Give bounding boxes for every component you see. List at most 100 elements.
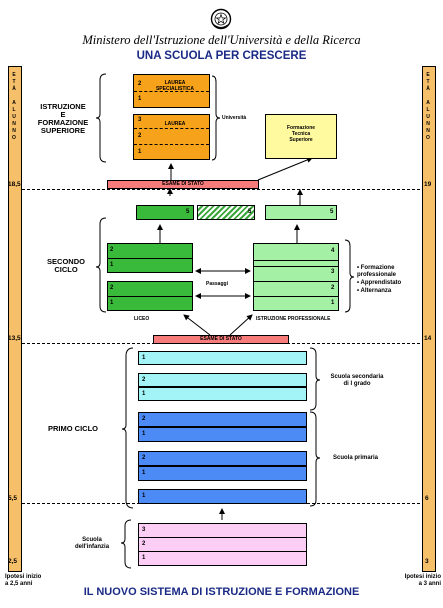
right-age-6: 6 — [425, 495, 429, 502]
section-secondo-ciclo: SECONDO CICLO — [47, 257, 85, 274]
infanzia-year-2: 2 — [142, 541, 146, 547]
sidebar-letter: O — [12, 135, 16, 141]
bottom-title: IL NUOVO SISTEMA DI ISTRUZIONE E FORMAZI… — [83, 586, 360, 598]
laurea-year-3: 3 — [138, 117, 142, 123]
formazione-tecnica-superiore-label: Formazione Tecnica Superiore — [286, 125, 316, 143]
primaria-row-4 — [138, 466, 307, 481]
section-primo-ciclo: PRIMO CICLO — [48, 424, 98, 433]
right-age-3: 3 — [425, 558, 429, 565]
primaria-year-2: 1 — [142, 431, 146, 437]
separator-19 — [22, 189, 420, 190]
esame-stato-top-bar — [107, 180, 259, 189]
laurea-divider-2 — [134, 144, 209, 145]
spec-year-1: 1 — [138, 96, 142, 102]
secondaria-year-1: 1 — [142, 355, 146, 361]
laurea-box — [133, 114, 210, 160]
secondaria-row-2 — [138, 373, 307, 387]
universita-label: Università — [222, 115, 247, 121]
infanzia-block — [138, 523, 307, 566]
laurea-year-1: 1 — [138, 149, 142, 155]
liceo-upper-divider — [107, 258, 193, 259]
sidebar-letter: N — [426, 128, 430, 134]
istruzione-professionale-label: ISTRUZIONE PROFESSIONALE — [256, 316, 331, 322]
sidebar-letter: U — [426, 114, 430, 120]
primaria-row-1 — [138, 412, 307, 427]
right-age-19: 19 — [424, 181, 432, 188]
laurea-year-2: 2 — [138, 133, 142, 139]
liceo-lower-divider — [107, 296, 193, 297]
primaria-row-5 — [138, 489, 307, 504]
prof-year5-hatched-box — [197, 205, 255, 220]
liceo-year-1-b: 1 — [110, 300, 114, 306]
sidebar-letter: À — [12, 86, 16, 92]
laurea-label: LAUREA — [164, 121, 186, 127]
prof-year-1: 1 — [331, 300, 335, 306]
prof-year-3: 3 — [331, 269, 335, 275]
left-start-note: Ipotesi inizio a 2,5 anni — [5, 574, 42, 587]
infanzia-year-1: 1 — [142, 555, 146, 561]
primaria-year-3: 2 — [142, 455, 146, 461]
section-higher-education: ISTRUZIONE E FORMAZIONE SUPERIORE — [37, 102, 89, 135]
esame-stato-bar — [153, 335, 289, 344]
bullet-apprendistato: • Apprendistato — [357, 280, 402, 286]
sidebar-letter: À — [426, 86, 430, 92]
laurea-specialistica-label: LAUREA SPECIALISTICA — [155, 80, 195, 92]
primaria-label: Scuola primaria — [333, 455, 379, 461]
right-age-14: 14 — [424, 335, 432, 342]
left-age-2: 2,5 — [8, 558, 18, 565]
primaria-year-1: 2 — [142, 416, 146, 422]
sidebar-letter: L — [426, 107, 430, 113]
primaria-row-2 — [138, 427, 307, 442]
primaria-year-5: 1 — [142, 493, 146, 499]
sidebar-letter: A — [12, 100, 16, 106]
ministry-name: Ministero dell'Istruzione dell'Universit… — [82, 33, 361, 47]
sidebar-letter: N — [12, 121, 16, 127]
sidebar-letter: E — [426, 72, 430, 78]
infanzia-year-3: 3 — [142, 527, 146, 533]
left-age-13: 13,5 — [8, 335, 21, 342]
secondaria-year-2: 2 — [142, 377, 146, 383]
prof-block — [253, 243, 339, 311]
passaggi-label: Passaggi — [206, 281, 228, 287]
sidebar-letter: N — [12, 128, 16, 134]
infanzia-divider-1 — [139, 537, 306, 538]
prof-divider-2 — [253, 266, 339, 267]
prof-divider-4 — [253, 296, 339, 297]
prof-divider-3 — [253, 281, 339, 282]
infanzia-label: Scuola dell'infanzia — [74, 537, 110, 550]
secondaria-row-3 — [138, 387, 307, 401]
spec-year-2: 2 — [138, 81, 142, 87]
sidebar-letter: N — [426, 121, 430, 127]
liceo-label: LICEO — [134, 316, 150, 322]
liceo-year-2-a: 2 — [110, 247, 114, 253]
left-age-18: 18,5 — [8, 181, 21, 188]
left-age-5: 5,5 — [8, 495, 18, 502]
bullet-formazione: • Formazione professionale — [357, 265, 397, 278]
secondaria-row-1 — [138, 351, 307, 365]
sidebar-letter: A — [426, 100, 430, 106]
fp-year5-num: 5 — [330, 209, 334, 215]
sidebar-letter: U — [12, 114, 16, 120]
prof-divider-1 — [253, 260, 339, 261]
esame-stato-top-label: ESAME DI STATO — [162, 181, 204, 187]
prof-year-4: 4 — [331, 248, 335, 254]
liceo-year-1-a: 1 — [110, 262, 114, 268]
bullet-alternanza: • Alternanza — [357, 288, 392, 294]
sidebar-letter: O — [426, 135, 430, 141]
liceo-year5-box — [136, 205, 194, 220]
left-age-sidebar — [8, 66, 22, 572]
sidebar-letter: T — [12, 79, 16, 85]
fp-year5-box — [265, 205, 337, 220]
formazione-tecnica-superiore-box — [265, 114, 337, 159]
sidebar-letter: L — [12, 107, 16, 113]
infanzia-divider-2 — [139, 551, 306, 552]
esame-stato-label: ESAME DI STATO — [200, 336, 242, 342]
liceo-year5-num: 5 — [186, 209, 190, 215]
primaria-year-4: 1 — [142, 470, 146, 476]
prof-year5-num: 5 — [248, 209, 252, 215]
laurea-specialistica-divider — [134, 91, 209, 92]
secondaria-label: Scuola secondaria di I grado — [330, 374, 384, 387]
